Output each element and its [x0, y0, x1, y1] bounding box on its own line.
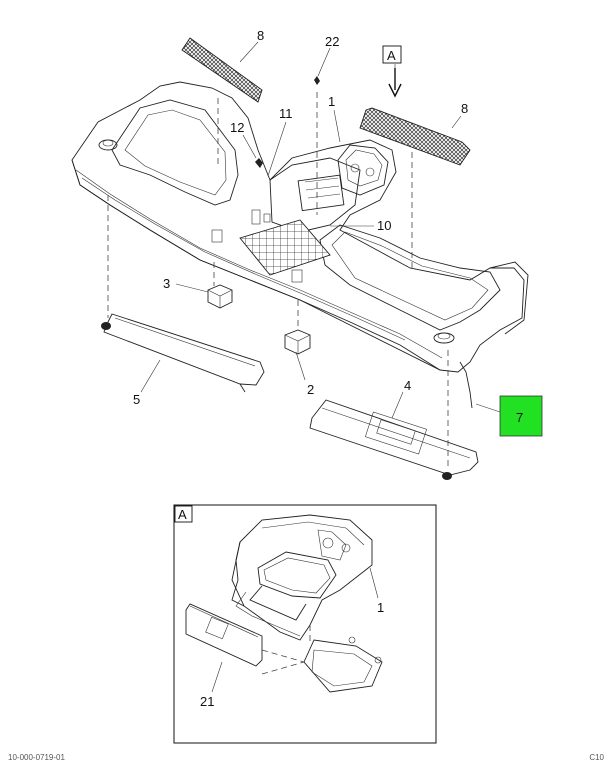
alignment-lines	[107, 92, 449, 470]
detail-dash-1	[261, 649, 305, 663]
leader-21	[211, 661, 223, 693]
callout-3: 3	[163, 276, 170, 291]
visor-clip-3	[207, 284, 233, 309]
detail-view-a-frame	[173, 504, 437, 744]
leader-lines	[140, 41, 501, 419]
callout-1: 1	[328, 94, 335, 109]
detail-lens-21	[185, 603, 263, 667]
callout-7[interactable]: 7	[516, 410, 523, 425]
leader-1-detail	[369, 567, 379, 599]
mesh-trim-top-left	[181, 37, 263, 103]
sun-visor-right	[309, 399, 479, 480]
callout-8-top: 8	[257, 28, 264, 43]
sun-visor-left	[101, 313, 265, 393]
footer-page-code: C10	[589, 753, 604, 762]
callout-a-detail: A	[178, 507, 187, 522]
callout-11: 11	[279, 106, 293, 121]
callout-10: 10	[377, 218, 391, 233]
callout-22: 22	[325, 34, 339, 49]
callout-8-right: 8	[461, 101, 468, 116]
mesh-trim-right	[359, 107, 471, 166]
detail-console-housing	[231, 514, 373, 641]
view-a-box-top	[382, 45, 402, 64]
callout-1-detail: 1	[377, 600, 384, 615]
footer-drawing-number: 10-000-0719-01	[8, 753, 65, 762]
visor-clip-2	[284, 329, 311, 355]
view-a-arrow	[388, 68, 402, 98]
detail-view-a-label-box	[174, 505, 193, 523]
fastener-12	[255, 158, 263, 168]
callout-5: 5	[133, 392, 140, 407]
callout-7-highlight[interactable]	[499, 395, 543, 437]
callout-21: 21	[200, 694, 214, 709]
detail-dash-3	[261, 661, 305, 675]
callout-a-top: A	[387, 48, 396, 63]
overhead-console-panel	[71, 81, 529, 409]
fastener-22	[314, 76, 320, 85]
detail-light-lens	[303, 636, 383, 693]
callout-12: 12	[230, 120, 244, 135]
callout-4: 4	[404, 378, 411, 393]
callout-2: 2	[307, 382, 314, 397]
